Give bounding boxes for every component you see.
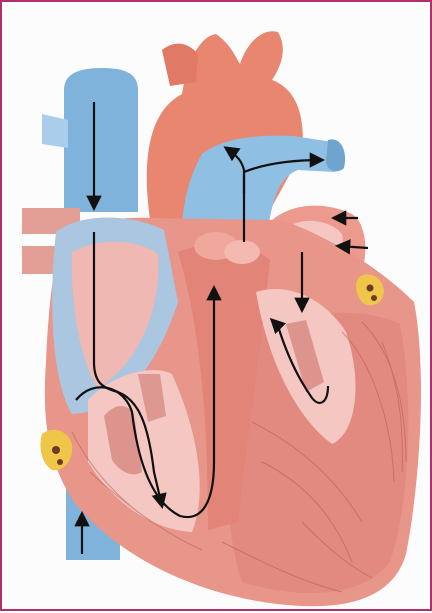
superior-vena-cava [42, 68, 138, 212]
